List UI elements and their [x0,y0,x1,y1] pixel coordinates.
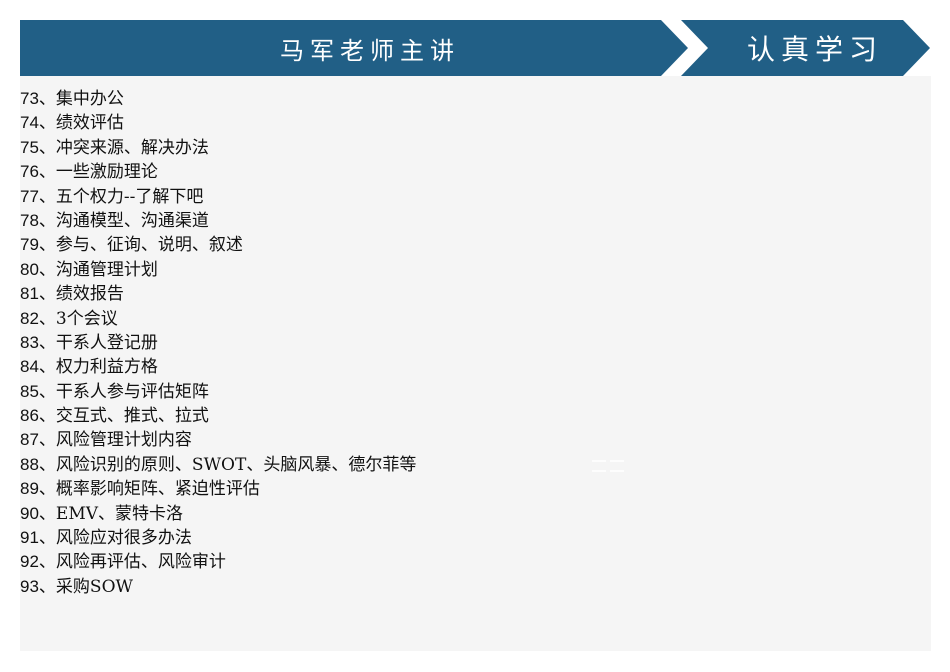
item-separator: 、 [38,454,56,475]
list-item: 92、风险再评估、风险审计 [20,550,416,574]
item-separator: 、 [38,552,56,573]
list-item: 91、风险应对很多办法 [20,526,416,550]
item-separator: 、 [38,332,56,353]
list-item: 79、参与、征询、说明、叙述 [20,233,416,257]
item-separator: 、 [38,113,56,134]
item-number: 73 [20,89,39,108]
item-text: 集中办公 [55,89,124,109]
list-item: 90、EMV、蒙特卡洛 [20,502,416,526]
item-text: EMV、蒙特卡洛 [55,503,184,524]
header-left-bar [20,20,688,76]
item-number: 89 [20,479,39,499]
item-text: 五个权力--了解下吧 [55,186,204,207]
item-separator: 、 [38,430,56,451]
item-text: 绩效报告 [55,284,124,305]
item-number: 80 [20,259,39,279]
header-title-right: 认真学习 [746,33,883,66]
item-number: 74 [20,113,39,133]
item-text: 权力利益方格 [55,357,158,378]
item-text: 参与、征询、说明、叙述 [55,235,243,256]
list-item: 77、五个权力--了解下吧 [20,185,416,209]
item-number: 86 [20,406,39,426]
item-separator: 、 [38,235,56,256]
item-text: 沟通模型、沟通渠道 [55,210,209,231]
list-item: 73、集中办公 [20,87,416,111]
item-number: 82 [20,308,39,328]
item-text: 绩效评估 [55,113,124,134]
item-number: 88 [20,454,39,474]
item-separator: 、 [38,503,56,524]
item-text: 沟通管理计划 [55,259,158,280]
list-item: 76、一些激励理论 [20,160,416,184]
item-separator: 、 [38,162,56,183]
item-text: 采购SOW [55,576,133,597]
item-number: 79 [20,235,39,255]
item-number: 91 [20,528,39,548]
topic-list: 73、集中办公 74、绩效评估 75、冲突来源、解决办法 76、一些激励理论 7… [20,87,416,599]
list-item: 82、3个会议 [20,307,416,331]
list-item: 75、冲突来源、解决办法 [20,136,416,160]
list-item: 80、沟通管理计划 [20,258,416,282]
item-separator: 、 [38,479,56,500]
list-item: 87、风险管理计划内容 [20,428,416,452]
list-item: 85、干系人参与评估矩阵 [20,380,416,404]
item-number: 84 [20,357,39,377]
item-separator: 、 [38,357,56,378]
watermark-icon [592,460,626,472]
item-number: 78 [20,210,39,230]
item-number: 77 [20,186,39,206]
list-item: 84、权力利益方格 [20,355,416,379]
item-separator: 、 [38,284,56,305]
list-item: 78、沟通模型、沟通渠道 [20,209,416,233]
item-separator: 、 [38,381,56,402]
list-item: 81、绩效报告 [20,282,416,306]
list-item: 93、采购SOW [20,575,416,599]
item-text: 交互式、推式、拉式 [55,406,209,427]
item-text: 一些激励理论 [55,162,158,183]
item-text: 风险管理计划内容 [55,430,192,451]
header-title-left: 马军老师主讲 [280,36,460,65]
item-separator: 、 [38,137,56,158]
item-number: 75 [20,137,39,157]
item-number: 85 [20,381,39,401]
header-right-arrow [681,20,930,76]
item-text: 概率影响矩阵、紧迫性评估 [55,479,260,500]
item-text: 干系人登记册 [55,332,158,353]
item-separator: 、 [38,186,56,207]
item-text: 风险应对很多办法 [55,528,192,549]
item-text: 风险识别的原则、SWOT、头脑风暴、德尔菲等 [55,454,417,475]
list-item: 86、交互式、推式、拉式 [20,404,416,428]
item-number: 81 [20,284,39,304]
item-number: 87 [20,430,39,450]
item-separator: 、 [38,89,56,109]
item-separator: 、 [38,528,56,549]
list-item: 89、概率影响矩阵、紧迫性评估 [20,477,416,501]
item-separator: 、 [38,406,56,427]
item-number: 92 [20,552,39,572]
item-number: 76 [20,162,39,182]
item-separator: 、 [38,259,56,280]
item-number: 90 [20,503,39,523]
item-text: 3个会议 [55,308,118,329]
item-separator: 、 [38,308,56,329]
list-item: 74、绩效评估 [20,111,416,135]
list-item: 83、干系人登记册 [20,331,416,355]
item-text: 干系人参与评估矩阵 [55,381,209,402]
item-number: 93 [20,576,39,596]
item-number: 83 [20,332,39,352]
item-text: 冲突来源、解决办法 [55,137,209,158]
item-separator: 、 [38,210,56,231]
content-panel [20,76,931,651]
list-item: 88、风险识别的原则、SWOT、头脑风暴、德尔菲等 [20,453,416,477]
item-text: 风险再评估、风险审计 [55,552,226,573]
header-banner [20,20,930,76]
item-separator: 、 [38,576,56,597]
